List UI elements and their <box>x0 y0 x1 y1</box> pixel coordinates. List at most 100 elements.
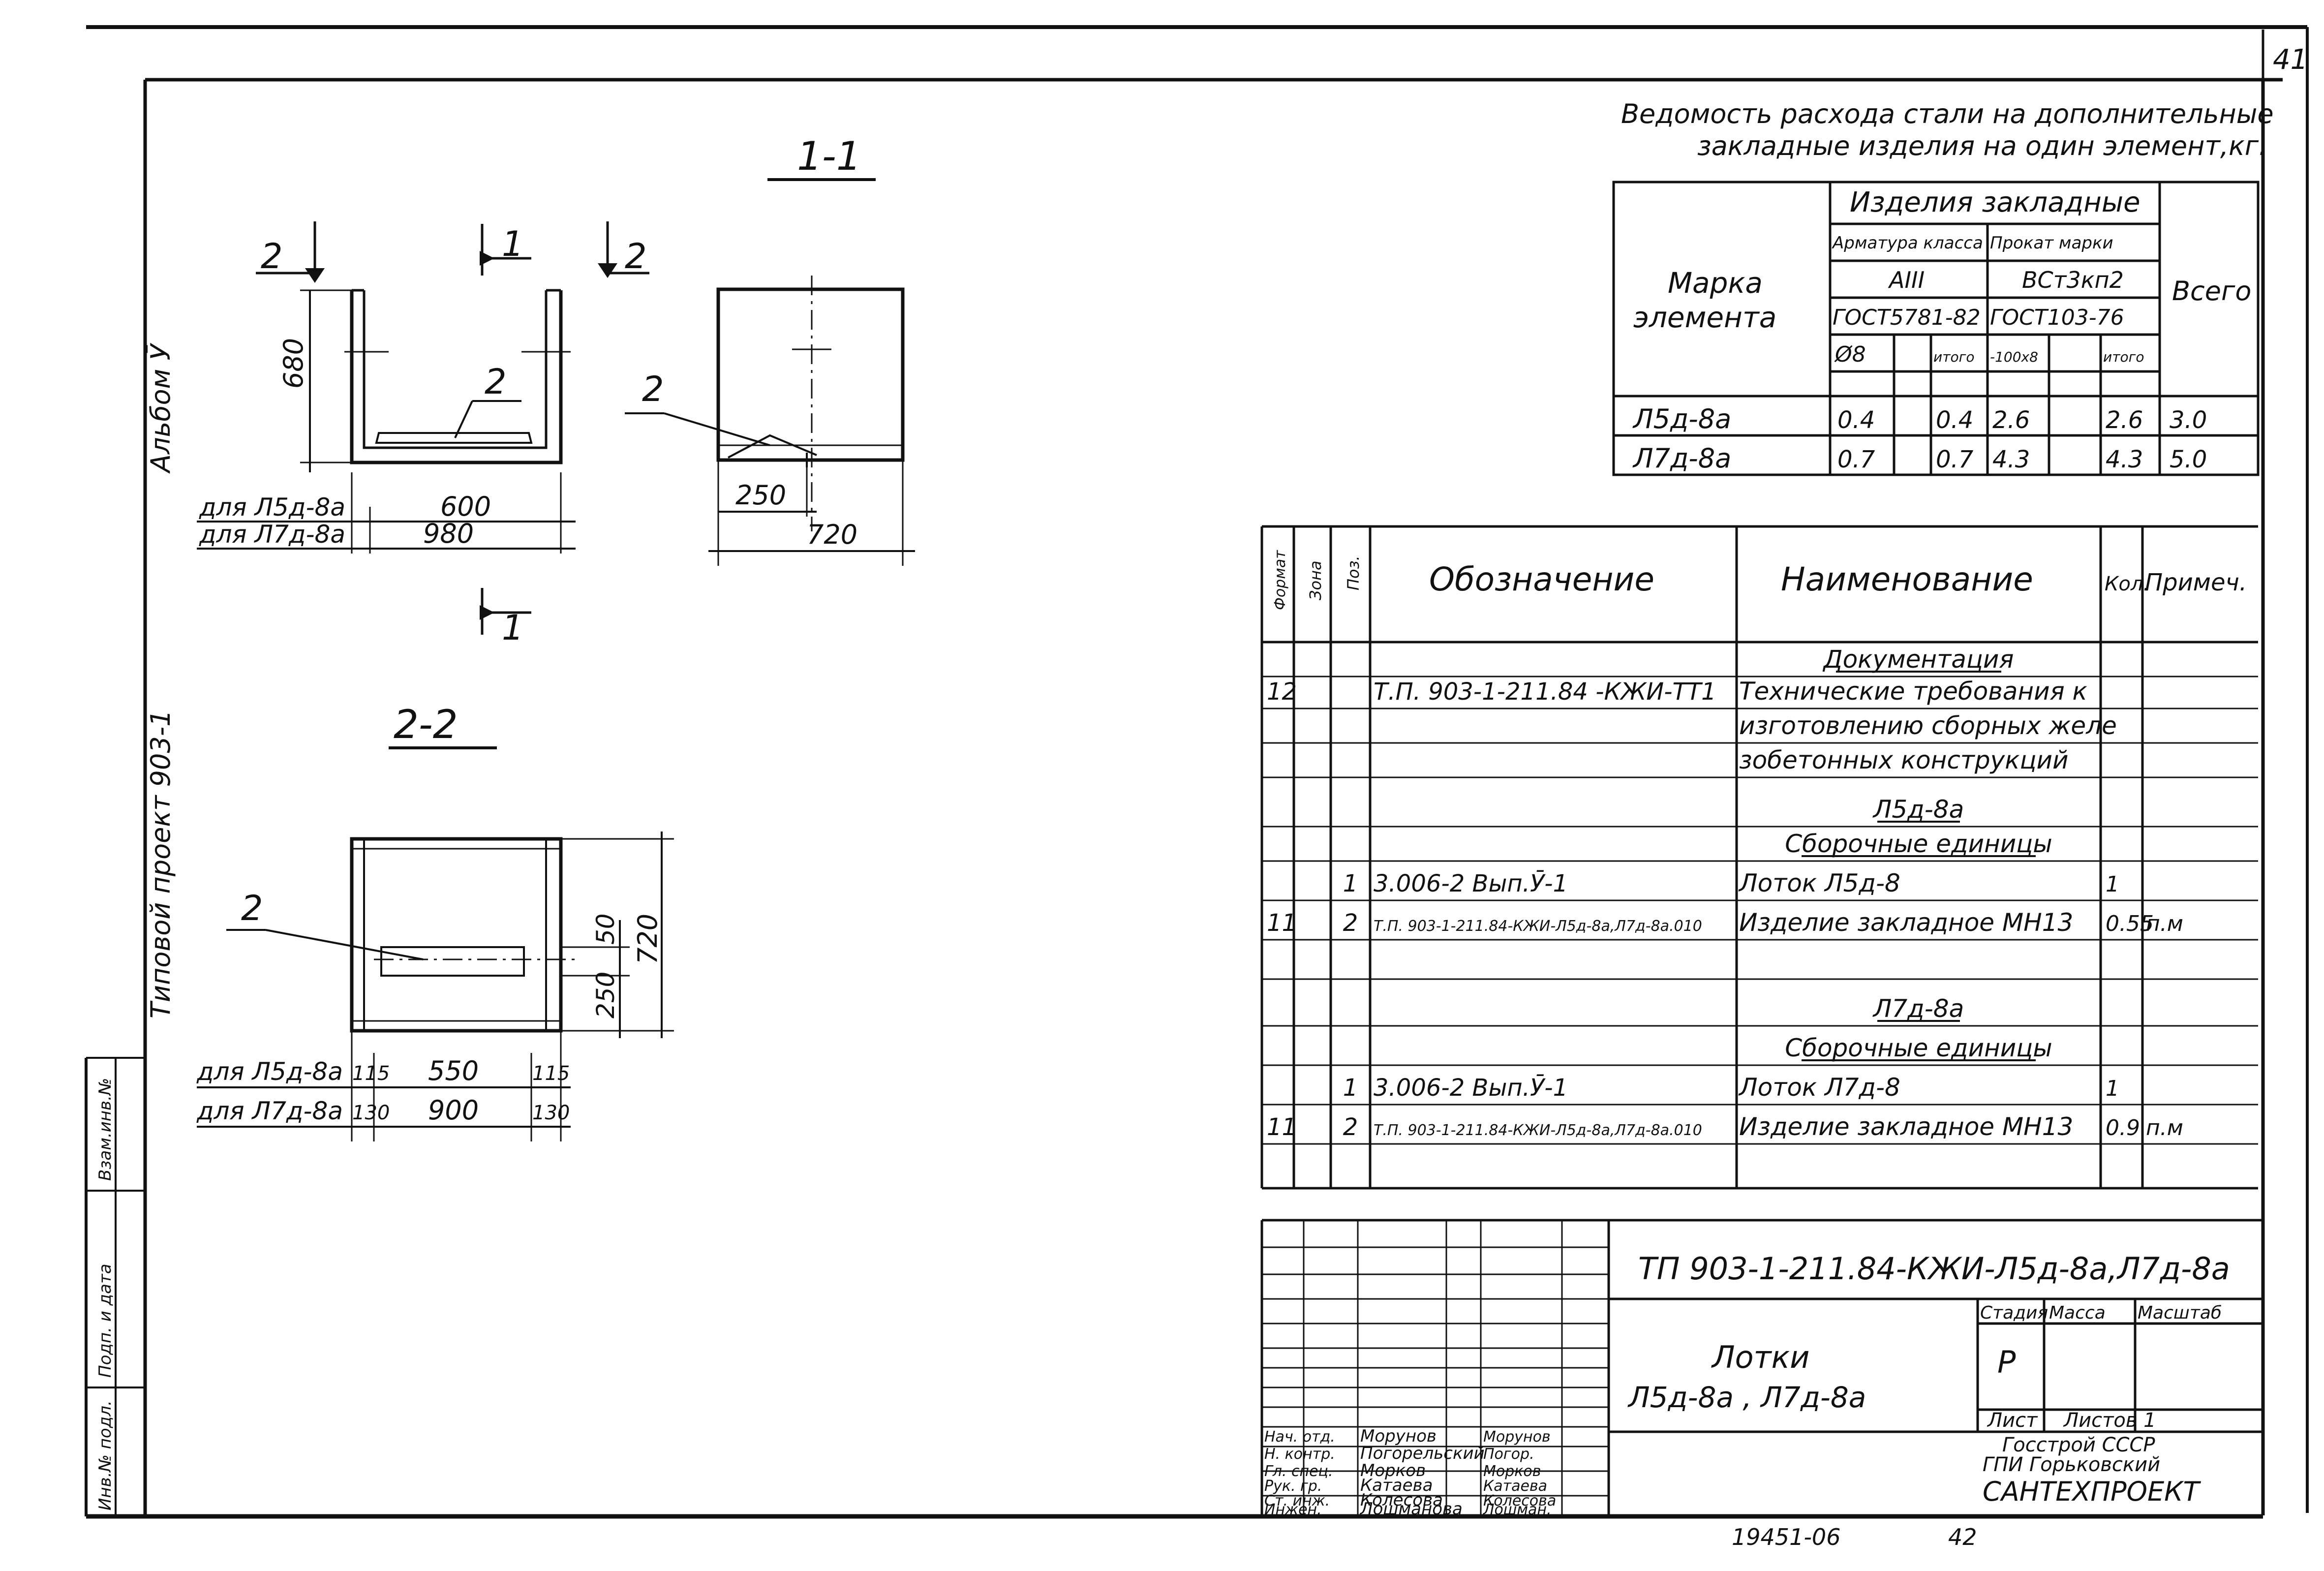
row1-label: для Л5д-8а <box>199 493 345 522</box>
h-total1: итого <box>1933 349 1974 365</box>
person-name: Колесова <box>1360 1490 1443 1510</box>
stage-header: Стадия <box>1980 1303 2048 1323</box>
person-name: Лошманова <box>1359 1499 1463 1519</box>
h-rebar: Арматура класса <box>1832 233 1983 253</box>
section-2-2-title: 2-2 <box>394 702 458 747</box>
row1-strip: 2.6 <box>1992 406 2030 434</box>
row2-val-b: 900 <box>428 1095 479 1126</box>
dim-50-2-2: 50 <box>591 913 620 945</box>
spec-name: Сборочные единицы <box>1785 1034 2052 1062</box>
spec-designation: 3.006-2 Вып.Ӯ-1 <box>1374 1074 1568 1102</box>
row2-val-c: 130 <box>532 1102 570 1124</box>
hdr-format: Формат <box>1272 550 1289 610</box>
steel-title-2: закладные изделия на один элемент,кг. <box>1697 130 2267 161</box>
spec-designation: Т.П. 903-1-211.84-КЖИ-Л5д-8а,Л7д-8а.010 <box>1374 1122 1702 1139</box>
spec-qty: 0.9 <box>2106 1115 2140 1140</box>
person-name: Катаева <box>1360 1476 1433 1495</box>
row2-mark: Л7д-8а <box>1632 443 1731 474</box>
mass-header: Масса <box>2049 1303 2106 1323</box>
spec-designation: Т.П. 903-1-211.84 -КЖИ-ТТ1 <box>1374 678 1716 706</box>
item-mark-2-b: 2 <box>642 369 664 409</box>
row1-mark: Л5д-8а <box>1632 403 1731 434</box>
page-number: 41 <box>2273 44 2308 76</box>
row1-t2: 2.6 <box>2106 406 2143 434</box>
row2-label-2-2: для Л7д-8а <box>196 1097 343 1125</box>
spec-name: Лоток Л7д-8 <box>1738 1073 1900 1102</box>
specification-table: Формат Зона Поз. Обозначение Наименовани… <box>1260 525 2258 1190</box>
section-1-1-title: 1-1 <box>797 133 861 179</box>
hdr-pos: Поз. <box>1344 555 1363 590</box>
scale-header: Масштаб <box>2138 1303 2222 1323</box>
doc-name-2: Л5д-8а , Л7д-8а <box>1627 1381 1866 1414</box>
hdr-qty: Кол. <box>2105 573 2149 595</box>
row1-val-c: 115 <box>532 1062 570 1085</box>
h-total2: итого <box>2103 349 2144 365</box>
row2-t2: 4.3 <box>2106 446 2143 473</box>
person-name: Морков <box>1360 1461 1426 1480</box>
row2-label: для Л7д-8а <box>199 520 345 549</box>
cut-mark-1-bottom: 1 <box>502 608 524 648</box>
person-sign: Морунов <box>1483 1428 1551 1446</box>
spec-designation: Т.П. 903-1-211.84-КЖИ-Л5д-8а,Л7д-8а.010 <box>1374 918 1702 935</box>
row1-d8: 0.4 <box>1837 406 1875 434</box>
spec-format: 11 <box>1267 909 1297 937</box>
h-rolled: Прокат марки <box>1990 233 2113 253</box>
h-mark-2: элемента <box>1633 301 1776 334</box>
doc-code: ТП 903-1-211.84-КЖИ-Л5д-8а,Л7д-8а <box>1638 1251 2230 1287</box>
spec-note: п.м <box>2146 1115 2183 1140</box>
spec-pos: 2 <box>1343 909 1358 937</box>
spec-qty: 1 <box>2106 872 2119 897</box>
hdr-name: Наименование <box>1781 560 2033 598</box>
person-role: Гл. спец. <box>1264 1463 1333 1480</box>
stamp-field-replace: Взам.инв.№ <box>95 1078 115 1181</box>
spec-name: Лоток Л5д-8 <box>1738 869 1900 897</box>
spec-name: Сборочные единицы <box>1785 830 2052 858</box>
section-2-2-drawing: 2-2 2 720 50 250 для Л5д-8а 115 550 115 <box>196 702 674 1141</box>
org-line-3: САНТЕХПРОЕКТ <box>1983 1476 2201 1507</box>
sheet-frame <box>85 25 2309 1519</box>
spec-name: Технические требования к <box>1739 677 2087 706</box>
person-role: Нач. отд. <box>1264 1428 1335 1446</box>
person-role: Ст. инж. <box>1264 1492 1330 1509</box>
person-name: Морунов <box>1360 1426 1437 1446</box>
spec-note: п.м <box>2146 911 2183 936</box>
person-sign: Катаева <box>1483 1478 1547 1495</box>
row2-strip: 4.3 <box>1992 446 2030 473</box>
footer-page: 42 <box>1948 1524 1977 1550</box>
spec-name: зобетонных конструкций <box>1739 746 2068 774</box>
spec-pos: 1 <box>1343 870 1358 897</box>
spec-format: 11 <box>1267 1113 1297 1141</box>
stamp-field-sign: Подп. и дата <box>95 1263 115 1378</box>
spec-name: Изделие закладное МН13 <box>1739 908 2073 937</box>
row1-t1: 0.4 <box>1936 406 1973 434</box>
h-all: Всего <box>2172 276 2251 307</box>
row2-val-a: 130 <box>352 1102 390 1124</box>
spec-pos: 2 <box>1343 1113 1358 1141</box>
person-role: Рук. гр. <box>1264 1478 1322 1495</box>
cut-mark-2-right: 2 <box>625 236 647 277</box>
side-view-drawing: 2 250 720 <box>625 276 915 566</box>
hdr-note: Примеч. <box>2145 569 2247 596</box>
dim-250-side: 250 <box>735 480 786 511</box>
project-label: Типовой проект 903-1 <box>145 709 176 1018</box>
dim-720-side: 720 <box>807 519 857 550</box>
person-sign: Морков <box>1483 1463 1541 1480</box>
org-line-1: Госстрой СССР <box>2002 1434 2155 1456</box>
steel-title-1: Ведомость расхода стали на дополнительны… <box>1621 98 2274 129</box>
stage-value: Р <box>1997 1344 2016 1380</box>
spec-name: Изделие закладное МН13 <box>1739 1112 2073 1141</box>
dim-250-2-2: 250 <box>591 972 620 1018</box>
row2-d8: 0.7 <box>1837 446 1875 473</box>
org-line-2: ГПИ Горьковский <box>1983 1453 2160 1476</box>
stamp-field-inv: Инв.№ подл. <box>95 1400 115 1510</box>
hdr-zone: Зона <box>1306 560 1325 600</box>
h-strip: -100х8 <box>1990 349 2038 365</box>
person-role: Инжен. <box>1264 1501 1322 1518</box>
h-vst: ВСт3кп2 <box>2022 267 2124 293</box>
sheets-label: Листов 1 <box>2063 1409 2156 1432</box>
person-sign: Колесова <box>1483 1492 1556 1509</box>
spec-name: Л5д-8а <box>1872 795 1964 824</box>
